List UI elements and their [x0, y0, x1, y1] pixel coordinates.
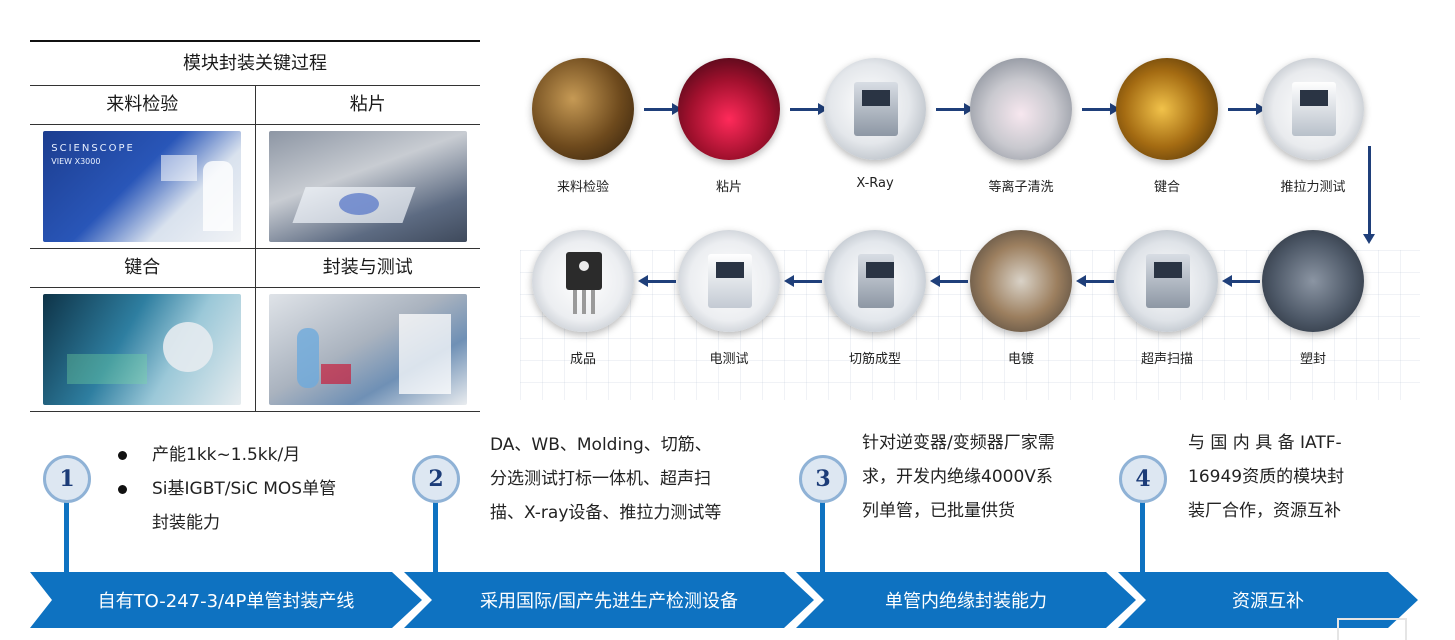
arrow-right-icon: [790, 103, 828, 115]
arrow-right-icon: [1082, 103, 1120, 115]
ultrasonic-scan-photo: [1116, 230, 1218, 332]
flow-step-label: 塑封: [1299, 352, 1326, 367]
feature-description: 与 国 内 具 备 IATF- 16949资质的模块封 装厂合作，资源互补: [1188, 433, 1345, 521]
band-chevron-shape: [404, 572, 814, 628]
pull-test-photo: [1262, 58, 1364, 160]
feature-band: 资源互补: [1118, 572, 1418, 628]
arrow-right-icon: [1228, 103, 1266, 115]
feature-stem: [1140, 496, 1145, 578]
bullet-icon: [118, 485, 127, 494]
process-flow: 来料检验 粘片 X-Ray 等离子清洗 键合 推拉力测试 塑封 超声扫描 电镀: [520, 50, 1420, 400]
feature-number-badge: 3: [799, 455, 847, 503]
flow-step: 电测试: [674, 230, 784, 367]
process-table: 模块封装关键过程 来料检验 粘片 SCIENSCOPE VIEW X3000 键…: [30, 40, 480, 412]
trim-form-photo: [824, 230, 926, 332]
feature-band-label: 采用国际/国产先进生产检测设备: [479, 591, 739, 612]
flow-step-label: 成品: [569, 352, 596, 367]
arrow-left-icon: [638, 275, 676, 287]
flow-step-label: X-Ray: [856, 176, 894, 191]
table-image-row-2: [30, 288, 480, 412]
feature-stem: [64, 496, 69, 578]
arrow-left-icon: [1076, 275, 1114, 287]
incoming-inspection-photo: SCIENSCOPE VIEW X3000: [43, 131, 242, 242]
flow-step-label: 切筋成型: [848, 352, 901, 367]
arrow-right-icon: [936, 103, 974, 115]
photo-brand-text: SCIENSCOPE: [51, 143, 135, 154]
feature-description: 产能1kk~1.5kk/月 Si基IGBT/SiC MOS单管 封装能力: [118, 438, 388, 540]
flow-step-label: 粘片: [715, 180, 742, 195]
corner-decoration: [1337, 618, 1407, 640]
flow-step-label: 电测试: [709, 352, 749, 367]
table-cell-label: 来料检验: [106, 94, 179, 115]
feature-band: 单管内绝缘封装能力: [796, 572, 1136, 628]
flow-step-label: 推拉力测试: [1280, 180, 1346, 195]
flow-step-label: 超声扫描: [1140, 352, 1193, 367]
feature-bullet-item: Si基IGBT/SiC MOS单管 封装能力: [118, 472, 388, 540]
flow-step-label: 电镀: [1007, 352, 1034, 367]
flow-step: 超声扫描: [1112, 230, 1222, 367]
die-attach-photo: [678, 58, 780, 160]
die-attach-photo: [268, 131, 467, 242]
feature-number-badge: 1: [43, 455, 91, 503]
feature-band-label: 自有TO-247-3/4P单管封装产线: [97, 591, 355, 612]
bonding-photo: [1116, 58, 1218, 160]
molding-photo: [1262, 230, 1364, 332]
feature-band-label: 单管内绝缘封装能力: [885, 591, 1047, 612]
feature-band: 采用国际/国产先进生产检测设备: [404, 572, 814, 628]
feature-number-badge: 2: [412, 455, 460, 503]
table-cell-label: 粘片: [254, 86, 481, 124]
table-cell-label: 封装与测试: [254, 249, 481, 287]
band-chevron-shape: [796, 572, 1136, 628]
flow-step: 来料检验: [528, 58, 638, 195]
feature-bullet-item: 产能1kk~1.5kk/月: [118, 438, 388, 472]
arrow-left-icon: [1222, 275, 1260, 287]
feature-description: 针对逆变器/变频器厂家需 求，开发内绝缘4000V系 列单管，已批量供货: [862, 433, 1055, 521]
flow-step: 粘片: [674, 58, 784, 195]
packaging-testing-photo: [268, 294, 467, 405]
band-chevron-shape: [30, 572, 422, 628]
flow-step: 成品: [528, 230, 638, 367]
arrow-left-icon: [784, 275, 822, 287]
table-cell-label: 键合: [124, 257, 161, 278]
flow-step: 键合: [1112, 58, 1222, 195]
band-chevron-shape: [1118, 572, 1418, 628]
flow-step: X-Ray: [820, 58, 930, 191]
arrow-right-icon: [644, 103, 682, 115]
arrow-down-icon: [1363, 146, 1375, 244]
feature-description: DA、WB、Molding、切筋、 分选测试打标一体机、超声扫 描、X-ray设…: [490, 435, 722, 523]
feature-stem: [820, 496, 825, 578]
feature-band-label: 资源互补: [1232, 591, 1304, 612]
table-title: 模块封装关键过程: [30, 42, 480, 86]
flow-step-label: 键合: [1153, 180, 1180, 195]
electrical-test-photo: [678, 230, 780, 332]
flow-step: 塑封: [1258, 230, 1368, 367]
bullet-icon: [118, 451, 127, 460]
xray-machine-photo: [824, 58, 926, 160]
wire-bonding-photo: [43, 294, 242, 405]
table-image-row-1: SCIENSCOPE VIEW X3000: [30, 125, 480, 249]
flow-step-label: 等离子清洗: [988, 180, 1054, 195]
finished-product-photo: [532, 230, 634, 332]
plasma-clean-photo: [970, 58, 1072, 160]
feature-band: 自有TO-247-3/4P单管封装产线: [30, 572, 422, 628]
flow-step: 电镀: [966, 230, 1076, 367]
arrow-left-icon: [930, 275, 968, 287]
wafer-photo: [532, 58, 634, 160]
flow-step-label: 来料检验: [556, 180, 609, 195]
feature-stem: [433, 496, 438, 578]
plating-photo: [970, 230, 1072, 332]
table-label-row-2: 键合 封装与测试: [30, 249, 480, 288]
table-top-rule: [30, 40, 480, 42]
flow-step: 切筋成型: [820, 230, 930, 367]
feature-number-badge: 4: [1119, 455, 1167, 503]
flow-step: 推拉力测试: [1258, 58, 1368, 195]
flow-step: 等离子清洗: [966, 58, 1076, 195]
table-label-row-1: 来料检验 粘片: [30, 86, 480, 125]
photo-model-text: VIEW X3000: [51, 157, 101, 166]
